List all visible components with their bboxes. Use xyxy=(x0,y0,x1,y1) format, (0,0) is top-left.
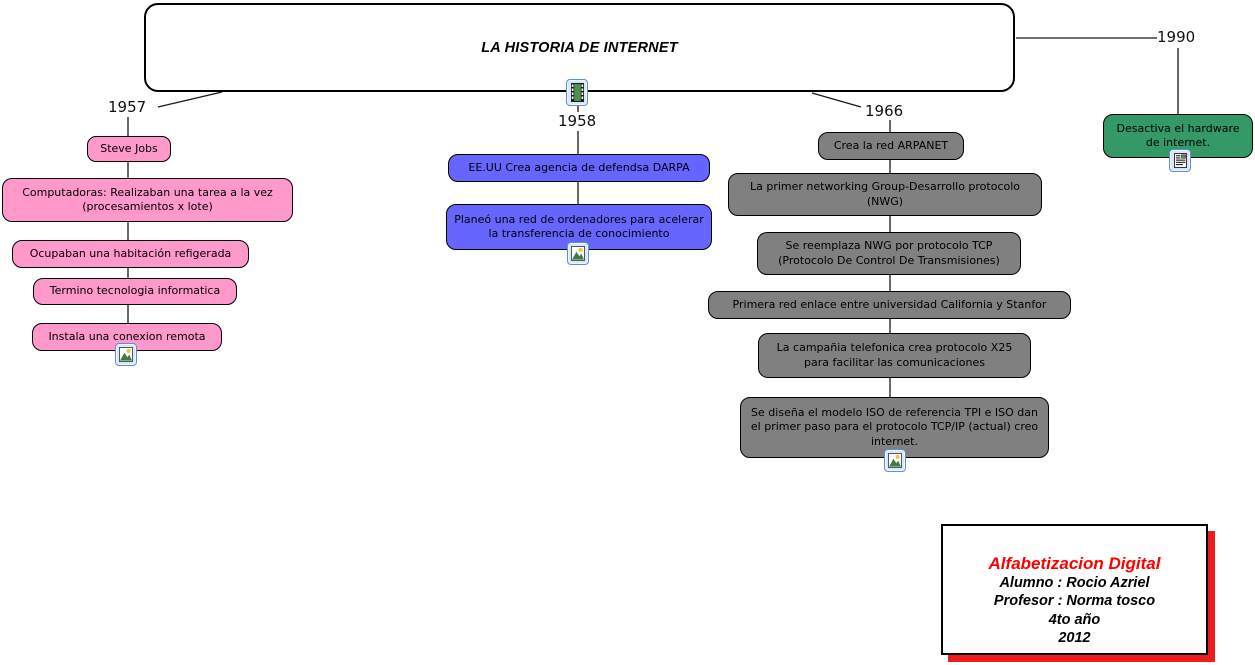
node-darpa[interactable]: EE.UU Crea agencia de defendsa DARPA xyxy=(448,154,710,182)
year-label-1966[interactable]: 1966 xyxy=(865,102,904,120)
year-label-1990[interactable]: 1990 xyxy=(1157,28,1196,46)
node-california-stanford[interactable]: Primera red enlace entre universidad Cal… xyxy=(708,291,1071,319)
landscape-glyph xyxy=(571,246,585,261)
credit-student: Alumno : Rocio Azriel xyxy=(999,574,1150,591)
node-arpanet[interactable]: Crea la red ARPANET xyxy=(818,132,964,160)
credit-title: Alfabetizacion Digital xyxy=(988,553,1161,573)
image-icon[interactable] xyxy=(567,242,589,265)
image-icon[interactable] xyxy=(884,449,906,472)
landscape-glyph xyxy=(888,453,902,468)
node-modelo-iso[interactable]: Se diseña el modelo ISO de referencia TP… xyxy=(740,397,1049,458)
credit-grade: 4to año xyxy=(1048,611,1101,628)
credit-year: 2012 xyxy=(1058,630,1091,646)
landscape-glyph xyxy=(119,347,133,362)
document-icon[interactable] xyxy=(1169,149,1191,172)
video-film-icon[interactable] xyxy=(566,79,588,106)
credit-box[interactable]: Alfabetizacion Digital Alumno : Rocio Az… xyxy=(941,524,1208,655)
node-termino-tecnologia[interactable]: Termino tecnologia informatica xyxy=(33,278,237,305)
node-tcp[interactable]: Se reemplaza NWG por protocolo TCP (Prot… xyxy=(757,232,1021,275)
node-computadoras-tarea[interactable]: Computadoras: Realizaban una tarea a la … xyxy=(2,178,293,222)
node-nwg[interactable]: La primer networking Group-Desarrollo pr… xyxy=(728,173,1042,216)
credit-teacher: Profesor : Norma tosco xyxy=(993,593,1156,609)
node-steve-jobs[interactable]: Steve Jobs xyxy=(87,136,171,162)
year-label-1957[interactable]: 1957 xyxy=(108,98,147,116)
year-label-1958[interactable]: 1958 xyxy=(558,112,597,130)
image-icon[interactable] xyxy=(115,343,137,366)
document-glyph xyxy=(1173,153,1187,168)
node-x25[interactable]: La campañia telefonica crea protocolo X2… xyxy=(758,333,1031,378)
node-habitacion-refrigerada[interactable]: Ocupaban una habitación refigerada xyxy=(12,240,249,268)
map-title: LA HISTORIA DE INTERNET xyxy=(481,39,678,56)
node-desactiva-hardware[interactable]: Desactiva el hardware de internet. xyxy=(1103,114,1253,158)
film-strip-glyph xyxy=(570,83,584,102)
